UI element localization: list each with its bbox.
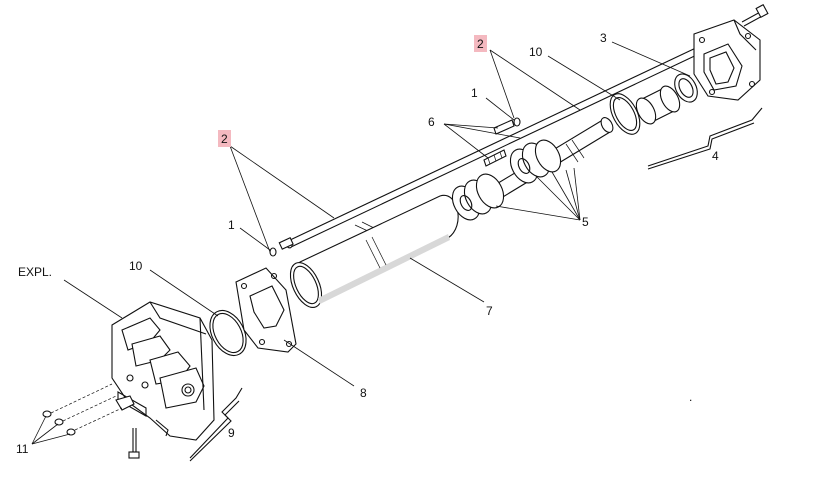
rod-bushing bbox=[635, 73, 698, 125]
piston-and-seals bbox=[451, 139, 562, 221]
callout-3: 3 bbox=[600, 31, 607, 45]
callout-4: 4 bbox=[712, 149, 719, 163]
cylinder-barrel bbox=[289, 194, 459, 308]
left-head-housing bbox=[111, 301, 215, 459]
callout-5: 5 bbox=[582, 215, 589, 229]
studs-6 bbox=[483, 119, 515, 167]
leader-lines bbox=[31, 41, 691, 445]
callout-2-upper: 2 bbox=[477, 37, 484, 51]
callout-11: 11 bbox=[16, 442, 29, 456]
callout-10-upper: 10 bbox=[529, 45, 543, 59]
o-rings-11 bbox=[42, 383, 123, 436]
right-head bbox=[693, 3, 769, 101]
callout-expl: EXPL. bbox=[18, 265, 52, 279]
o-ring-upper bbox=[609, 93, 641, 135]
highlight-box-lower-2 bbox=[218, 130, 231, 147]
callout-1-lower: 1 bbox=[228, 218, 235, 232]
bracket-9-marker bbox=[189, 387, 243, 462]
stray-mark: . bbox=[689, 390, 692, 404]
callout-10-lower: 10 bbox=[129, 259, 143, 273]
callout-8: 8 bbox=[360, 386, 367, 400]
o-ring-lower bbox=[209, 309, 247, 357]
callout-2-lower: 2 bbox=[221, 132, 228, 146]
gasket-plate bbox=[235, 267, 297, 353]
highlight-box-upper-2 bbox=[474, 35, 487, 52]
tie-rod bbox=[278, 45, 704, 250]
callout-1-upper: 1 bbox=[471, 86, 478, 100]
callout-6: 6 bbox=[428, 115, 435, 129]
mounting-screw bbox=[128, 428, 140, 459]
callout-7: 7 bbox=[486, 304, 493, 318]
bracket-4-marker bbox=[647, 107, 763, 170]
callout-9: 9 bbox=[228, 426, 235, 440]
